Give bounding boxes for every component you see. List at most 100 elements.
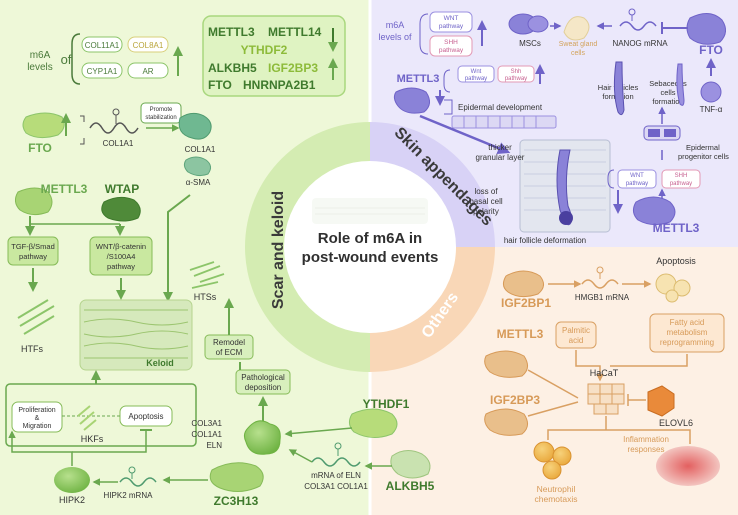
msc-sweat: MSCs Sweat gland cells: [508, 13, 598, 57]
svg-text:cells: cells: [660, 88, 675, 97]
scar-m6a-levels: m6A levels of COL11A1 COL8A1 CYP1A1 AR: [27, 33, 183, 85]
scar-fto-col1a1: FTO COL1A1 Promote stabilization COL1A1 …: [22, 102, 216, 302]
svg-text:levels: levels: [27, 62, 53, 73]
svg-text:WNT/β-catenin: WNT/β-catenin: [96, 242, 146, 251]
igf2bp3-label: IGF2BP3: [490, 393, 540, 407]
svg-text:Remodel: Remodel: [213, 338, 245, 347]
legend-alkbh5: ALKBH5: [208, 61, 257, 75]
epidermal-tissue: [451, 115, 557, 129]
svg-text:COL1A1: COL1A1: [191, 430, 222, 439]
svg-text:Sweat gland: Sweat gland: [559, 41, 598, 48]
svg-text:Apoptosis: Apoptosis: [656, 256, 696, 266]
fto-protein-shape: [22, 112, 65, 139]
htfs-cells: [17, 299, 55, 335]
svg-text:COL3A1 COL1A1: COL3A1 COL1A1: [304, 482, 368, 491]
alkbh5-scar-label: ALKBH5: [386, 479, 435, 493]
svg-text:pathway: pathway: [626, 181, 648, 187]
central-ring: [245, 122, 495, 372]
fto-skin-label: FTO: [699, 43, 723, 57]
col1a1-protein-shape: [178, 112, 212, 140]
svg-text:HIPK2 mRNA: HIPK2 mRNA: [104, 491, 154, 500]
mettl3-scar-shape: [14, 187, 53, 216]
svg-text:pathway: pathway: [465, 76, 487, 82]
svg-text:pathway: pathway: [670, 181, 692, 187]
igf2bp1-label: IGF2BP1: [501, 296, 551, 310]
inflammation-wound: [656, 446, 720, 486]
ythdf1-label: YTHDF1: [363, 397, 410, 411]
nanog-mrna-squiggle: [619, 21, 657, 31]
svg-text:deposition: deposition: [245, 383, 281, 392]
center-title-line1: Role of m6A in: [318, 230, 422, 247]
svg-text:Pathological: Pathological: [241, 373, 285, 382]
svg-text:pathway: pathway: [505, 76, 527, 82]
svg-text:Sebaceous: Sebaceous: [649, 79, 687, 88]
svg-text:Apoptosis: Apoptosis: [128, 412, 163, 421]
sebaceous-shape: [676, 63, 685, 106]
htss-cells: [189, 261, 225, 289]
svg-text:basal cell: basal cell: [469, 197, 503, 206]
svg-text:pathway: pathway: [439, 23, 464, 30]
legend-ythdf2: YTHDF2: [241, 43, 288, 57]
wtap-label: WTAP: [105, 182, 139, 196]
svg-text:Palmitic: Palmitic: [562, 326, 590, 335]
svg-text:loss of: loss of: [474, 187, 498, 196]
svg-text:of: of: [61, 52, 72, 67]
svg-text:stabilization: stabilization: [145, 115, 176, 121]
svg-text:COL1A1: COL1A1: [103, 139, 134, 148]
svg-text:acid: acid: [569, 336, 584, 345]
svg-text:metabolism: metabolism: [667, 328, 708, 337]
keloid-label: Keloid: [146, 358, 174, 368]
hkf-module: Proliferation & Migration Apoptosis HKFs: [5, 370, 197, 447]
svg-text:thicker: thicker: [488, 143, 512, 152]
svg-text:Epidermal development: Epidermal development: [458, 103, 543, 112]
legend-hnrnpa2b1: HNRNPA2B1: [243, 78, 316, 92]
svg-text:Fatty acid: Fatty acid: [670, 318, 705, 327]
fto-skin-shape: [686, 13, 726, 45]
keloid-tissue: Keloid: [79, 299, 193, 371]
svg-text:Promote: Promote: [150, 107, 173, 113]
legend-fto: FTO: [208, 78, 232, 92]
igf2bp3-shape: [484, 408, 528, 436]
ecm-cell-shape: [243, 420, 281, 455]
elovl6-shape: [647, 385, 675, 417]
sector-label-scar: Scar and keloid: [270, 191, 287, 309]
mettl3-others-shape: [484, 350, 528, 378]
svg-text:SHH: SHH: [444, 39, 458, 46]
gene-col8a1: COL8A1: [133, 41, 164, 50]
svg-text:Shh: Shh: [511, 69, 522, 75]
mettl3-skin-bottom-label: METTL3: [653, 221, 700, 235]
svg-text:HTFs: HTFs: [21, 344, 43, 354]
asma-protein-shape: [183, 156, 212, 177]
svg-text:NANOG mRNA: NANOG mRNA: [612, 39, 668, 48]
svg-text:TNF-α: TNF-α: [700, 105, 723, 114]
svg-text:Wnt: Wnt: [471, 69, 482, 75]
neutrophil-cells: [533, 441, 572, 480]
svg-text:MSCs: MSCs: [519, 39, 541, 48]
svg-text:ELOVL6: ELOVL6: [659, 418, 693, 428]
center-title-line2: post-wound events: [302, 249, 439, 266]
gene-ar: AR: [142, 67, 153, 76]
svg-text:ELN: ELN: [206, 441, 222, 450]
svg-text:COL1A1: COL1A1: [185, 145, 216, 154]
svg-text:hair follicle deformation: hair follicle deformation: [504, 236, 586, 245]
svg-text:Proliferation: Proliferation: [18, 407, 55, 414]
svg-text:WNT: WNT: [444, 15, 459, 22]
zc3h13-shape: [209, 462, 264, 492]
svg-text:responses: responses: [628, 445, 665, 454]
legend-mettl14: METTL14: [268, 25, 322, 39]
svg-text:m6A: m6A: [30, 50, 51, 61]
deformed-skin-tissue: [519, 139, 611, 233]
mettl3-scar-label: METTL3: [41, 182, 88, 196]
svg-text:Migration: Migration: [23, 423, 52, 430]
gene-cyp1a1: CYP1A1: [87, 67, 118, 76]
hacat-cells: [587, 383, 625, 415]
svg-text:SHH: SHH: [675, 173, 688, 179]
svg-text:pathway: pathway: [107, 262, 135, 271]
svg-text:Inflammation: Inflammation: [623, 435, 669, 444]
svg-text:pathway: pathway: [439, 47, 464, 54]
svg-text:α-SMA: α-SMA: [186, 178, 211, 187]
wtap-shape: [101, 196, 141, 222]
mettl3-others-label: METTL3: [497, 327, 544, 341]
